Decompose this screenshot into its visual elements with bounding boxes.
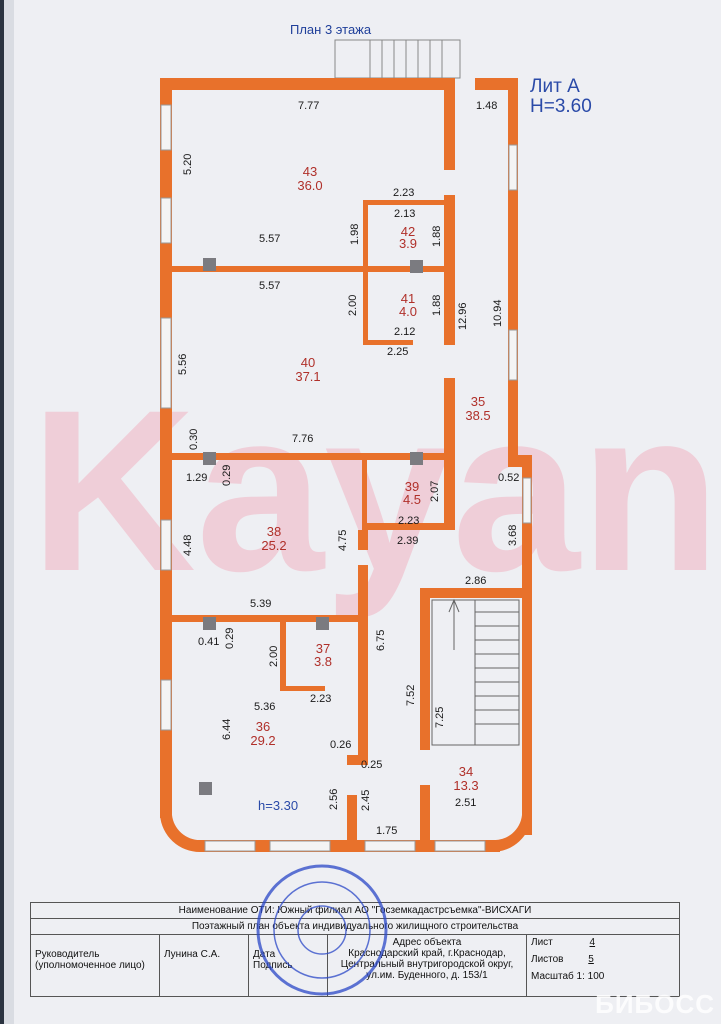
biboss-logo: БИБОСС (595, 989, 715, 1019)
dimension-label: 2.25 (387, 346, 408, 358)
dimension-label: 1.48 (476, 100, 497, 112)
sheets-label: Листов (531, 954, 564, 965)
room-area: 29.2 (250, 733, 275, 748)
paper-sheet (14, 0, 721, 1024)
dimension-label: 0.30 (188, 429, 200, 450)
dimension-label: 2.07 (429, 481, 441, 502)
room-area: 13.3 (453, 778, 478, 793)
dimension-label: 10.94 (492, 299, 504, 327)
dimensions: 7.77 1.48 5.20 2.23 2.13 1.98 1.88 5.57 … (177, 100, 519, 837)
dimension-label: 1.98 (349, 224, 361, 245)
sheets-value: 5 (588, 954, 594, 965)
room-number: 37 (316, 641, 330, 656)
dimension-label: 2.00 (268, 646, 280, 667)
room-area: 36.0 (297, 178, 322, 193)
org-name: Наименование ОТИ: Южный филиал АО "Госзе… (30, 902, 680, 919)
room-area: 3.8 (314, 654, 332, 669)
head-name: Лунина С.А. (159, 934, 249, 997)
dimension-label: 3.68 (507, 525, 519, 546)
dimension-label: 2.23 (310, 693, 331, 705)
room-number: 34 (459, 764, 473, 779)
room-area: 4.0 (399, 304, 417, 319)
dimension-label: 2.45 (360, 790, 372, 811)
room-area: 3.9 (399, 236, 417, 251)
dimension-label: 7.25 (434, 707, 446, 728)
dimension-label: 0.29 (224, 628, 236, 649)
dimension-label: 2.13 (394, 208, 415, 220)
lit-label: Лит А (530, 76, 580, 97)
head-label: Руководитель (уполномоченное лицо) (30, 934, 160, 997)
sheet-cell: Лист 4 Листов 5 Масштаб 1: 100 (526, 934, 680, 997)
room-number: 41 (401, 291, 415, 306)
room-number: 35 (471, 394, 485, 409)
dimension-label: 4.48 (182, 535, 194, 556)
sheet-value: 4 (589, 937, 596, 948)
dimension-label: 2.56 (328, 789, 340, 810)
date-label: Дата (253, 949, 276, 960)
address-value: Краснодарский край, г.Краснодар, Централ… (340, 948, 514, 981)
dimension-label: 7.77 (298, 100, 319, 112)
dimension-label: 2.51 (455, 797, 476, 809)
dimension-label: 0.52 (498, 472, 519, 484)
dimension-label: 2.86 (465, 575, 486, 587)
watermark: Kayan (30, 362, 720, 619)
dimension-label: 0.41 (198, 636, 219, 648)
room-number: 39 (405, 479, 419, 494)
dimension-label: 2.00 (347, 295, 359, 316)
room-number: 43 (303, 164, 317, 179)
dimension-label: 2.23 (398, 515, 419, 527)
vent-ducts (199, 258, 423, 795)
address-label: Адрес объекта (392, 937, 462, 948)
room-area: 4.5 (403, 492, 421, 507)
room-area: 37.1 (295, 369, 320, 384)
dimension-label: 1.29 (186, 472, 207, 484)
date-sign-cell: Дата Подпись (248, 934, 328, 997)
height-label: H=3.60 (530, 96, 592, 117)
dimension-label: 7.52 (405, 685, 417, 706)
scale: Масштаб 1: 100 (531, 971, 605, 982)
dimension-label: 12.96 (457, 302, 469, 330)
room-number: 36 (256, 719, 270, 734)
dimension-label: 5.20 (182, 154, 194, 175)
dimension-label: 5.36 (254, 701, 275, 713)
room-area: 25.2 (261, 538, 286, 553)
plan-title: План 3 этажа (290, 22, 372, 37)
document-name: Поэтажный план объекта индивидуального ж… (30, 918, 680, 935)
room-area: 38.5 (465, 408, 490, 423)
room-number: 38 (267, 524, 281, 539)
external-stairs (334, 39, 461, 79)
dimension-label: 6.44 (221, 719, 233, 740)
dimension-label: 4.75 (337, 530, 349, 551)
room-number: 42 (401, 224, 415, 239)
sheet-label: Лист (531, 937, 553, 948)
dimension-label: 0.26 (330, 739, 351, 751)
dimension-label: 5.57 (259, 233, 280, 245)
internal-stairs (431, 598, 520, 746)
windows (160, 104, 532, 852)
room36-height: h=3.30 (258, 798, 298, 813)
dimension-label: 5.56 (177, 354, 189, 375)
sign-label: Подпись (253, 960, 293, 971)
room-number: 40 (301, 355, 315, 370)
dimension-label: 2.39 (397, 535, 418, 547)
dimension-label: 2.23 (393, 187, 414, 199)
dimension-label: 1.88 (431, 226, 443, 247)
address-cell: Адрес объекта Краснодарский край, г.Крас… (327, 934, 527, 997)
dimension-label: 7.76 (292, 433, 313, 445)
dimension-label: 1.75 (376, 825, 397, 837)
dimension-label: 5.57 (259, 280, 280, 292)
dimension-label: 0.25 (361, 759, 382, 771)
dimension-label: 6.75 (375, 630, 387, 651)
dimension-label: 0.29 (221, 465, 233, 486)
title-block: Наименование ОТИ: Южный филиал АО "Госзе… (30, 902, 680, 997)
dimension-label: 5.39 (250, 598, 271, 610)
dimension-label: 2.12 (394, 326, 415, 338)
dimension-label: 1.88 (431, 295, 443, 316)
